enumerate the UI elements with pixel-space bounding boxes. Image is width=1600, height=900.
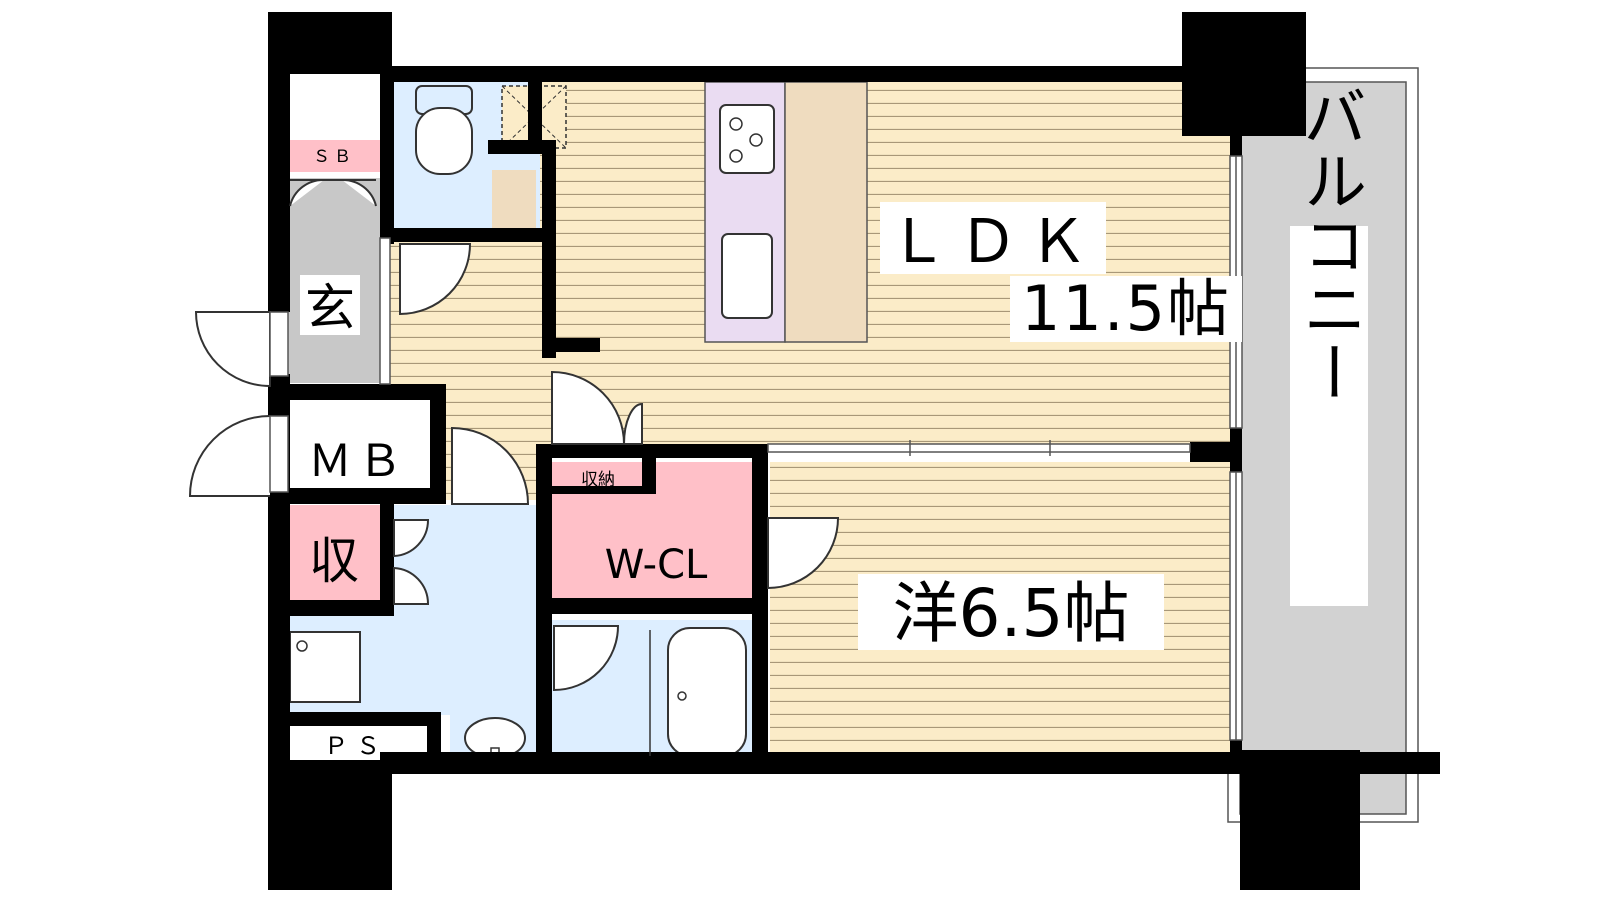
mb-label: ＭＢ — [308, 436, 408, 487]
ldk-label: ＬＤＫ — [888, 207, 1098, 277]
shoe-box — [287, 140, 380, 172]
closet-label: 収納 — [581, 470, 615, 490]
ldk-label-bg — [880, 202, 1242, 342]
walls — [268, 12, 1440, 890]
western-room-label: 洋6.5帖 — [893, 575, 1130, 652]
storage-label: 収 — [309, 532, 359, 590]
wcl-label: W-CL — [605, 542, 708, 588]
balcony-label: バルコニー — [1292, 84, 1366, 404]
toilet-room — [392, 80, 540, 230]
ldk-size: 11.5帖 — [1021, 272, 1231, 345]
entrance-label-bg — [300, 275, 360, 335]
balcony — [1227, 67, 1419, 823]
western-label-bg — [858, 574, 1164, 650]
sliding-partition — [767, 440, 1191, 456]
balcony-label-bg — [1290, 226, 1368, 606]
bedroom-window — [1229, 471, 1243, 741]
ps-label: ＰＳ — [324, 732, 388, 760]
mb-box — [285, 400, 445, 488]
doors — [188, 178, 840, 756]
entrance-label: 玄 — [305, 279, 355, 337]
sb-label: ＳＢ — [313, 147, 355, 167]
kitchen-counter — [704, 81, 868, 343]
